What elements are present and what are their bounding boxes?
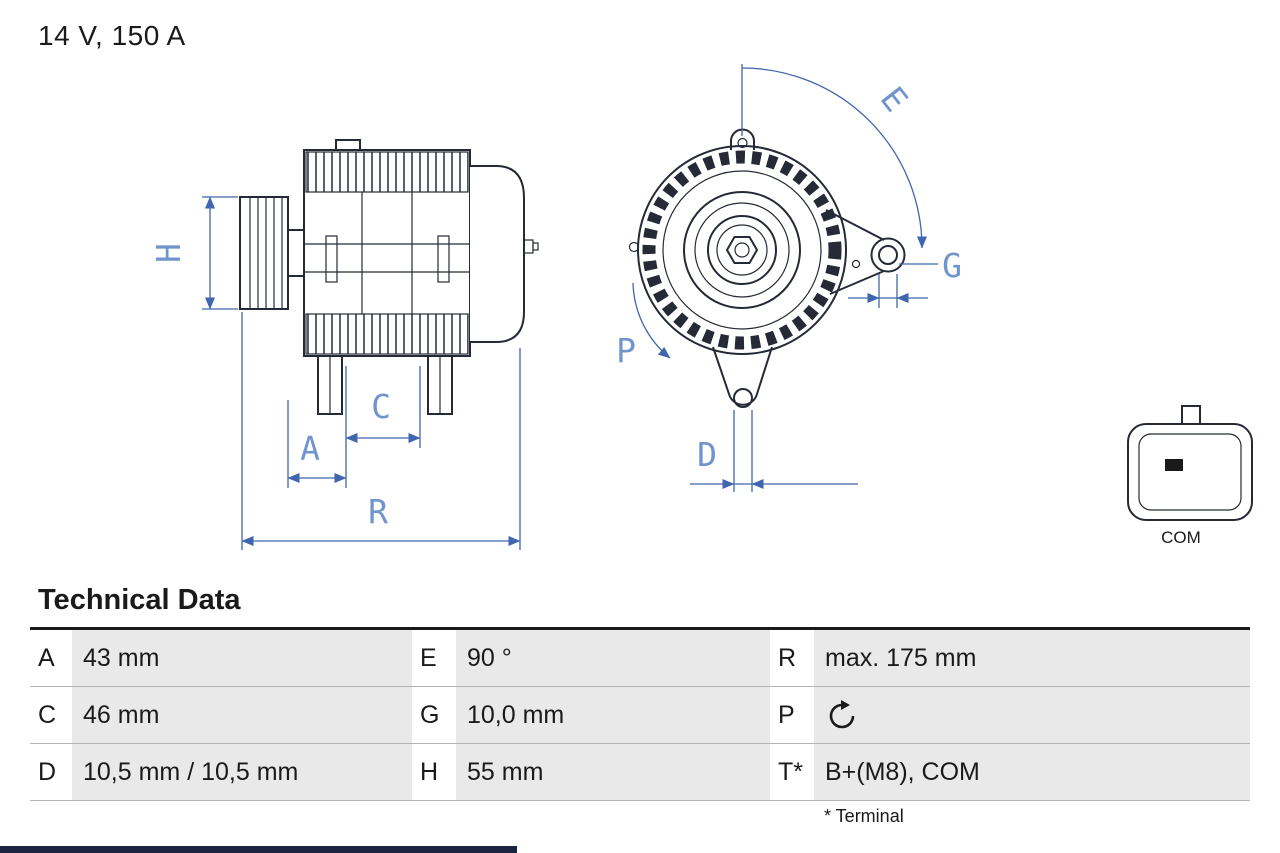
b-plus-terminal (523, 239, 534, 254)
ear-bolt-hole (878, 245, 898, 265)
mounting-ear-right (825, 209, 906, 295)
mounting-lug-front (317, 355, 343, 415)
spec-value-p (814, 686, 1250, 744)
spec-value-c: 46 mm (72, 686, 412, 744)
table-row: A 43 mm E 90 ° R max. 175 mm (30, 628, 1250, 687)
dim-label-g: G (942, 246, 962, 285)
top-lug (335, 139, 361, 151)
dimension-d: D (690, 410, 858, 492)
side-body (303, 139, 471, 357)
through-bolt-front (325, 235, 338, 283)
spec-key-r: R (770, 628, 814, 687)
rear-cover (470, 165, 539, 343)
dim-label-e: E (873, 79, 916, 119)
spec-value-r: max. 175 mm (814, 628, 1250, 687)
dim-label-a: A (300, 429, 320, 468)
dimension-a: A (287, 400, 347, 488)
shaft-nut (725, 236, 759, 264)
spec-key-a: A (30, 628, 72, 687)
dimension-e: E (741, 64, 927, 249)
alternator-front-view: E G P D (616, 64, 962, 492)
shaft-center-hole (734, 242, 750, 258)
mounting-lug-bottom (712, 346, 773, 408)
alternator-side-view: H C A R (149, 139, 539, 550)
technical-data-section: Technical Data A 43 mm E 90 ° R max. 175… (30, 584, 1250, 827)
spec-key-c: C (30, 686, 72, 744)
rotation-direction-icon (829, 700, 855, 729)
dim-label-p: P (616, 331, 636, 370)
com-connector: COM (1127, 405, 1253, 547)
technical-data-table: A 43 mm E 90 ° R max. 175 mm C 46 mm G 1… (30, 627, 1250, 801)
spec-value-a: 43 mm (72, 628, 412, 687)
left-tab-hole (628, 241, 640, 253)
dimension-h: H (149, 196, 238, 310)
table-row: C 46 mm G 10,0 mm P (30, 686, 1250, 744)
voltage-current-rating: 14 V, 150 A (38, 20, 186, 51)
spec-value-e: 90 ° (456, 628, 770, 687)
dimension-p: P (616, 282, 671, 370)
spec-key-e: E (412, 628, 456, 687)
spec-value-h: 55 mm (456, 743, 770, 801)
shaft-spacer (287, 229, 305, 277)
cooling-fins-bottom (305, 313, 469, 355)
spec-value-t: B+(M8), COM (814, 743, 1250, 801)
spec-key-d: D (30, 743, 72, 801)
spec-key-t: T* (770, 743, 814, 801)
table-row: D 10,5 mm / 10,5 mm H 55 mm T* B+(M8), C… (30, 743, 1250, 801)
front-outer-ring (637, 145, 847, 355)
through-bolt-rear (437, 235, 450, 283)
pulley (239, 196, 289, 310)
vent-slots-ring (642, 150, 842, 350)
connector-pin (1165, 459, 1183, 471)
dimension-g: G (848, 246, 962, 308)
cooling-fins-top (305, 151, 469, 193)
dimension-c: C (345, 366, 421, 488)
spec-key-p: P (770, 686, 814, 744)
technical-drawing: H C A R (149, 64, 1253, 550)
dim-label-d: D (697, 435, 717, 474)
connector-top-tab (1181, 405, 1201, 424)
bottom-accent-bar (0, 846, 517, 853)
spec-key-g: G (412, 686, 456, 744)
dimension-r: R (241, 312, 521, 550)
terminal-footnote: * Terminal (824, 806, 904, 826)
dim-label-c: C (371, 387, 391, 426)
connector-label: COM (1161, 528, 1201, 547)
spec-value-g: 10,0 mm (456, 686, 770, 744)
technical-data-title: Technical Data (38, 584, 241, 616)
lug-bolt-hole (733, 388, 753, 408)
dim-label-h: H (149, 243, 188, 263)
dim-label-r: R (368, 492, 388, 531)
spec-value-d: 10,5 mm / 10,5 mm (72, 743, 412, 801)
mounting-lug-rear (427, 355, 453, 415)
spec-key-h: H (412, 743, 456, 801)
